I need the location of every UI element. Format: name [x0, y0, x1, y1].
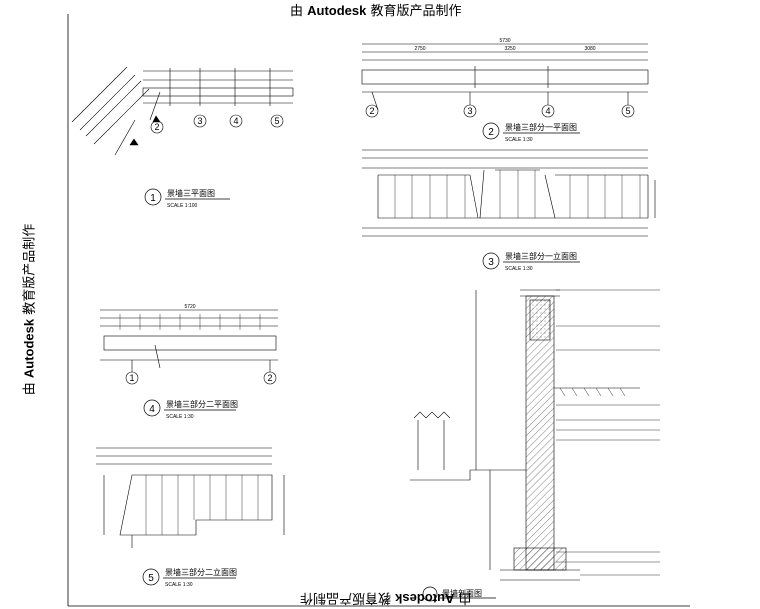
plan-4-title: 4 景墙三部分二平面图 SCALE 1:30	[143, 399, 238, 420]
svg-text:SCALE 1:30: SCALE 1:30	[165, 582, 193, 588]
svg-text:景墙三部分一平面图: 景墙三部分一平面图	[505, 122, 577, 132]
section-drawing	[410, 289, 660, 581]
plan-1-title: 1 景墙三平面图 SCALE 1:100	[144, 188, 230, 209]
svg-text:5730: 5730	[499, 38, 510, 44]
svg-text:3080: 3080	[584, 46, 595, 52]
svg-text:4: 4	[233, 116, 238, 126]
svg-text:景墙三平面图: 景墙三平面图	[167, 188, 215, 198]
svg-text:SCALE 1:30: SCALE 1:30	[505, 266, 533, 272]
svg-text:2: 2	[488, 127, 494, 138]
svg-text:3250: 3250	[504, 46, 515, 52]
svg-text:SCALE 1:100: SCALE 1:100	[167, 203, 198, 209]
svg-text:5: 5	[274, 116, 279, 126]
svg-text:景墙剖面图: 景墙剖面图	[442, 588, 482, 598]
elevation-5-title: 5 景墙三部分二立面图 SCALE 1:30	[142, 567, 237, 588]
sheet-border	[67, 14, 690, 607]
svg-text:SCALE 1:30: SCALE 1:30	[166, 414, 194, 420]
svg-text:3: 3	[467, 106, 472, 116]
plan-2-title: 2 景墙三部分一平面图 SCALE 1:30	[482, 122, 580, 143]
plan-1-drawing	[71, 66, 294, 156]
svg-text:景墙三部分一立面图: 景墙三部分一立面图	[505, 251, 577, 261]
svg-text:3: 3	[197, 116, 202, 126]
section-title: 景墙剖面图	[422, 586, 496, 602]
plan-2-drawing	[361, 43, 649, 111]
svg-text:SCALE 1:30: SCALE 1:30	[505, 137, 533, 143]
plan-4-dims: 5720	[184, 304, 195, 310]
svg-text:5: 5	[625, 106, 630, 116]
svg-text:4: 4	[149, 404, 155, 415]
svg-text:4: 4	[545, 106, 550, 116]
svg-text:2: 2	[154, 122, 159, 132]
svg-text:2750: 2750	[414, 46, 425, 52]
svg-text:2: 2	[267, 373, 272, 383]
svg-text:景墙三部分二立面图: 景墙三部分二立面图	[165, 567, 237, 577]
svg-text:5: 5	[148, 573, 154, 584]
elevation-5-drawing	[96, 447, 285, 548]
plan-4-drawing	[100, 309, 278, 372]
svg-text:3: 3	[488, 257, 494, 268]
plan-2-dims: 5730 2750 3250 3080	[414, 38, 595, 52]
elevation-3-drawing	[362, 149, 656, 237]
plan-2-axis-labels: 2 3 4 5	[365, 104, 635, 118]
svg-text:5720: 5720	[184, 304, 195, 310]
svg-text:景墙三部分二平面图: 景墙三部分二平面图	[166, 399, 238, 409]
svg-text:2: 2	[369, 106, 374, 116]
watermark-top: 由 Autodesk 教育版产品制作	[290, 3, 462, 19]
plan-4-axis-labels: 1 2	[125, 371, 277, 385]
svg-text:1: 1	[150, 193, 156, 204]
plan-1-axis-labels: 2 3 4 5	[150, 114, 284, 134]
svg-text:1: 1	[129, 373, 134, 383]
elevation-3-title: 3 景墙三部分一立面图 SCALE 1:30	[482, 251, 580, 272]
